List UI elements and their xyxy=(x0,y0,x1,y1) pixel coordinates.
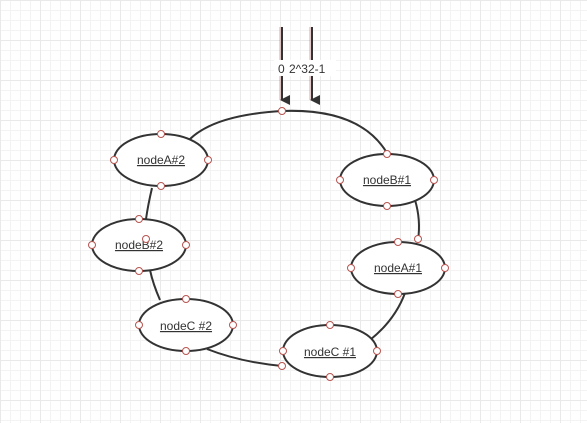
handle[interactable] xyxy=(383,150,391,158)
node-nodeC2[interactable]: nodeC #2 xyxy=(138,298,234,352)
handle[interactable] xyxy=(430,176,438,184)
handle[interactable] xyxy=(278,107,286,115)
handle[interactable] xyxy=(279,347,287,355)
ring-edge-b1-a1 xyxy=(414,199,420,241)
handle[interactable] xyxy=(414,235,422,243)
handle[interactable] xyxy=(88,241,96,249)
handle[interactable] xyxy=(182,241,190,249)
ring-edge-top-right xyxy=(281,109,388,154)
node-nodeC1[interactable]: nodeC #1 xyxy=(282,324,378,378)
handle[interactable] xyxy=(182,347,190,355)
handle[interactable] xyxy=(347,264,355,272)
node-nodeB1[interactable]: nodeB#1 xyxy=(339,153,435,207)
handle[interactable] xyxy=(394,238,402,246)
node-nodeA1[interactable]: nodeA#1 xyxy=(350,241,446,295)
handle[interactable] xyxy=(383,202,391,210)
node-nodeC2-label: nodeC #2 xyxy=(160,319,212,333)
node-nodeB2[interactable]: nodeB#2 xyxy=(91,218,187,272)
ring-edge-c2-b2 xyxy=(149,269,161,301)
hash-ring xyxy=(145,109,420,367)
node-nodeA2[interactable]: nodeA#2 xyxy=(113,133,209,187)
label-zero: 0 xyxy=(278,62,285,76)
handle[interactable] xyxy=(142,235,150,243)
handle[interactable] xyxy=(204,156,212,164)
handle[interactable] xyxy=(157,130,165,138)
node-nodeB2-label: nodeB#2 xyxy=(115,238,163,252)
handle[interactable] xyxy=(326,373,334,381)
node-nodeC1-label: nodeC #1 xyxy=(304,345,356,359)
node-nodeB1-label: nodeB#1 xyxy=(363,173,411,187)
label-backdrop xyxy=(274,60,336,76)
handle[interactable] xyxy=(373,347,381,355)
arrows: 0 2^32-1 xyxy=(274,27,336,105)
handle[interactable] xyxy=(229,321,237,329)
connection-handles xyxy=(88,107,449,381)
ring-edge-b2-a2 xyxy=(145,187,153,220)
ring-edge-c1-c2 xyxy=(206,348,283,367)
handle[interactable] xyxy=(135,321,143,329)
handle[interactable] xyxy=(278,362,286,370)
handle[interactable] xyxy=(135,267,143,275)
handle[interactable] xyxy=(135,215,143,223)
handle[interactable] xyxy=(110,156,118,164)
ring-edge-top-left xyxy=(189,110,283,140)
node-nodeA2-label: nodeA#2 xyxy=(137,153,185,167)
handle[interactable] xyxy=(441,264,449,272)
handle[interactable] xyxy=(182,295,190,303)
handle[interactable] xyxy=(326,321,334,329)
label-max: 2^32-1 xyxy=(289,62,326,76)
handle[interactable] xyxy=(394,290,402,298)
node-nodeA1-label: nodeA#1 xyxy=(374,261,422,275)
handle[interactable] xyxy=(336,176,344,184)
ring-edge-a1-c1 xyxy=(369,292,406,341)
handle[interactable] xyxy=(157,182,165,190)
